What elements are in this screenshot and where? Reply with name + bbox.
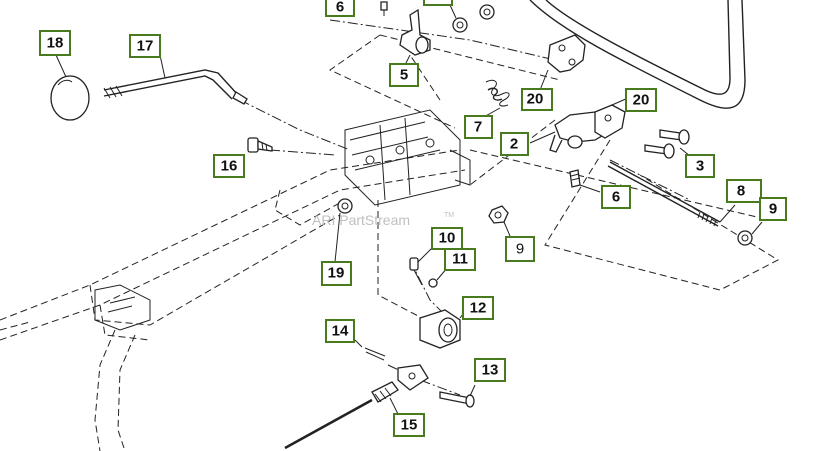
callout-9-right: 9 (759, 197, 787, 221)
bracket-plate-20-upper (539, 34, 586, 91)
svg-text:13: 13 (482, 362, 499, 379)
svg-text:2: 2 (510, 136, 518, 153)
svg-text:8: 8 (737, 183, 745, 200)
svg-text:6: 6 (612, 189, 620, 206)
watermark-tm: TM (444, 212, 454, 219)
support-tube (529, 0, 746, 109)
svg-text:9: 9 (516, 241, 524, 258)
nut-9-right (737, 221, 763, 246)
svg-text:14: 14 (332, 323, 349, 340)
svg-text:19: 19 (328, 265, 345, 282)
svg-text:18: 18 (47, 35, 64, 52)
callout-3: 3 (685, 154, 715, 178)
knob-part (50, 54, 90, 121)
nut-19 (334, 198, 353, 263)
callout-20-lower: 20 (625, 88, 657, 112)
nut-9-center (488, 205, 511, 237)
callout-15: 15 (393, 413, 425, 437)
callout-13: 13 (474, 358, 506, 382)
callout-14: 14 (325, 319, 355, 343)
svg-text:20: 20 (633, 92, 650, 109)
callout-18: 18 (39, 30, 71, 56)
svg-text:7: 7 (474, 119, 482, 136)
cable-15 (284, 364, 429, 450)
svg-text:9: 9 (769, 201, 777, 218)
pivot-bracket-5 (399, 8, 431, 66)
pivot-hub-12 (419, 309, 467, 349)
callout-5: 5 (389, 63, 419, 87)
svg-text:11: 11 (452, 251, 468, 268)
frame-rails (0, 149, 466, 451)
svg-text:20: 20 (527, 91, 544, 108)
callout-11: 11 (444, 248, 476, 271)
clevis-pin-13 (439, 384, 476, 408)
callout-6-top: 6 (325, 0, 355, 17)
callout-17: 17 (129, 34, 161, 58)
watermark-text: ARI PartStream (312, 212, 410, 228)
svg-text:5: 5 (400, 67, 408, 84)
spring-7 (481, 79, 510, 119)
shift-rod-part (103, 54, 248, 105)
callout-12: 12 (462, 296, 494, 320)
svg-text:15: 15 (401, 417, 418, 434)
callout-6-mid: 6 (601, 185, 631, 209)
watermark: ARI PartStream TM (312, 212, 454, 228)
threaded-rod-8 (607, 161, 736, 227)
svg-text:6: 6 (336, 0, 344, 16)
callout-7: 7 (464, 115, 493, 139)
svg-text:3: 3 (696, 158, 704, 175)
callout-2: 2 (500, 132, 529, 156)
callout-19: 19 (321, 261, 352, 286)
mounting-bracket (344, 109, 471, 206)
screw-6-mid (569, 169, 601, 193)
svg-text:16: 16 (221, 158, 238, 175)
guide-lines (239, 19, 780, 396)
callout-16: 16 (213, 154, 245, 178)
bolt-10 (409, 247, 433, 286)
svg-text:12: 12 (470, 300, 487, 317)
callout-9-center: 9 (505, 236, 535, 262)
nuts-top (449, 4, 495, 33)
callout-blank-top (423, 0, 453, 6)
bolt-16 (247, 137, 273, 153)
bracket-plate-20-lower (594, 97, 629, 139)
screw-6-top (380, 1, 388, 16)
cotter-pin-14 (354, 339, 386, 361)
callout-8: 8 (726, 179, 762, 203)
callout-labels: 6 18 17 5 20 20 7 2 (39, 0, 787, 437)
pins-3 (644, 129, 696, 161)
callout-20-upper: 20 (521, 88, 553, 111)
svg-text:10: 10 (439, 230, 456, 247)
callout-10: 10 (431, 227, 463, 250)
svg-text:17: 17 (137, 38, 154, 55)
